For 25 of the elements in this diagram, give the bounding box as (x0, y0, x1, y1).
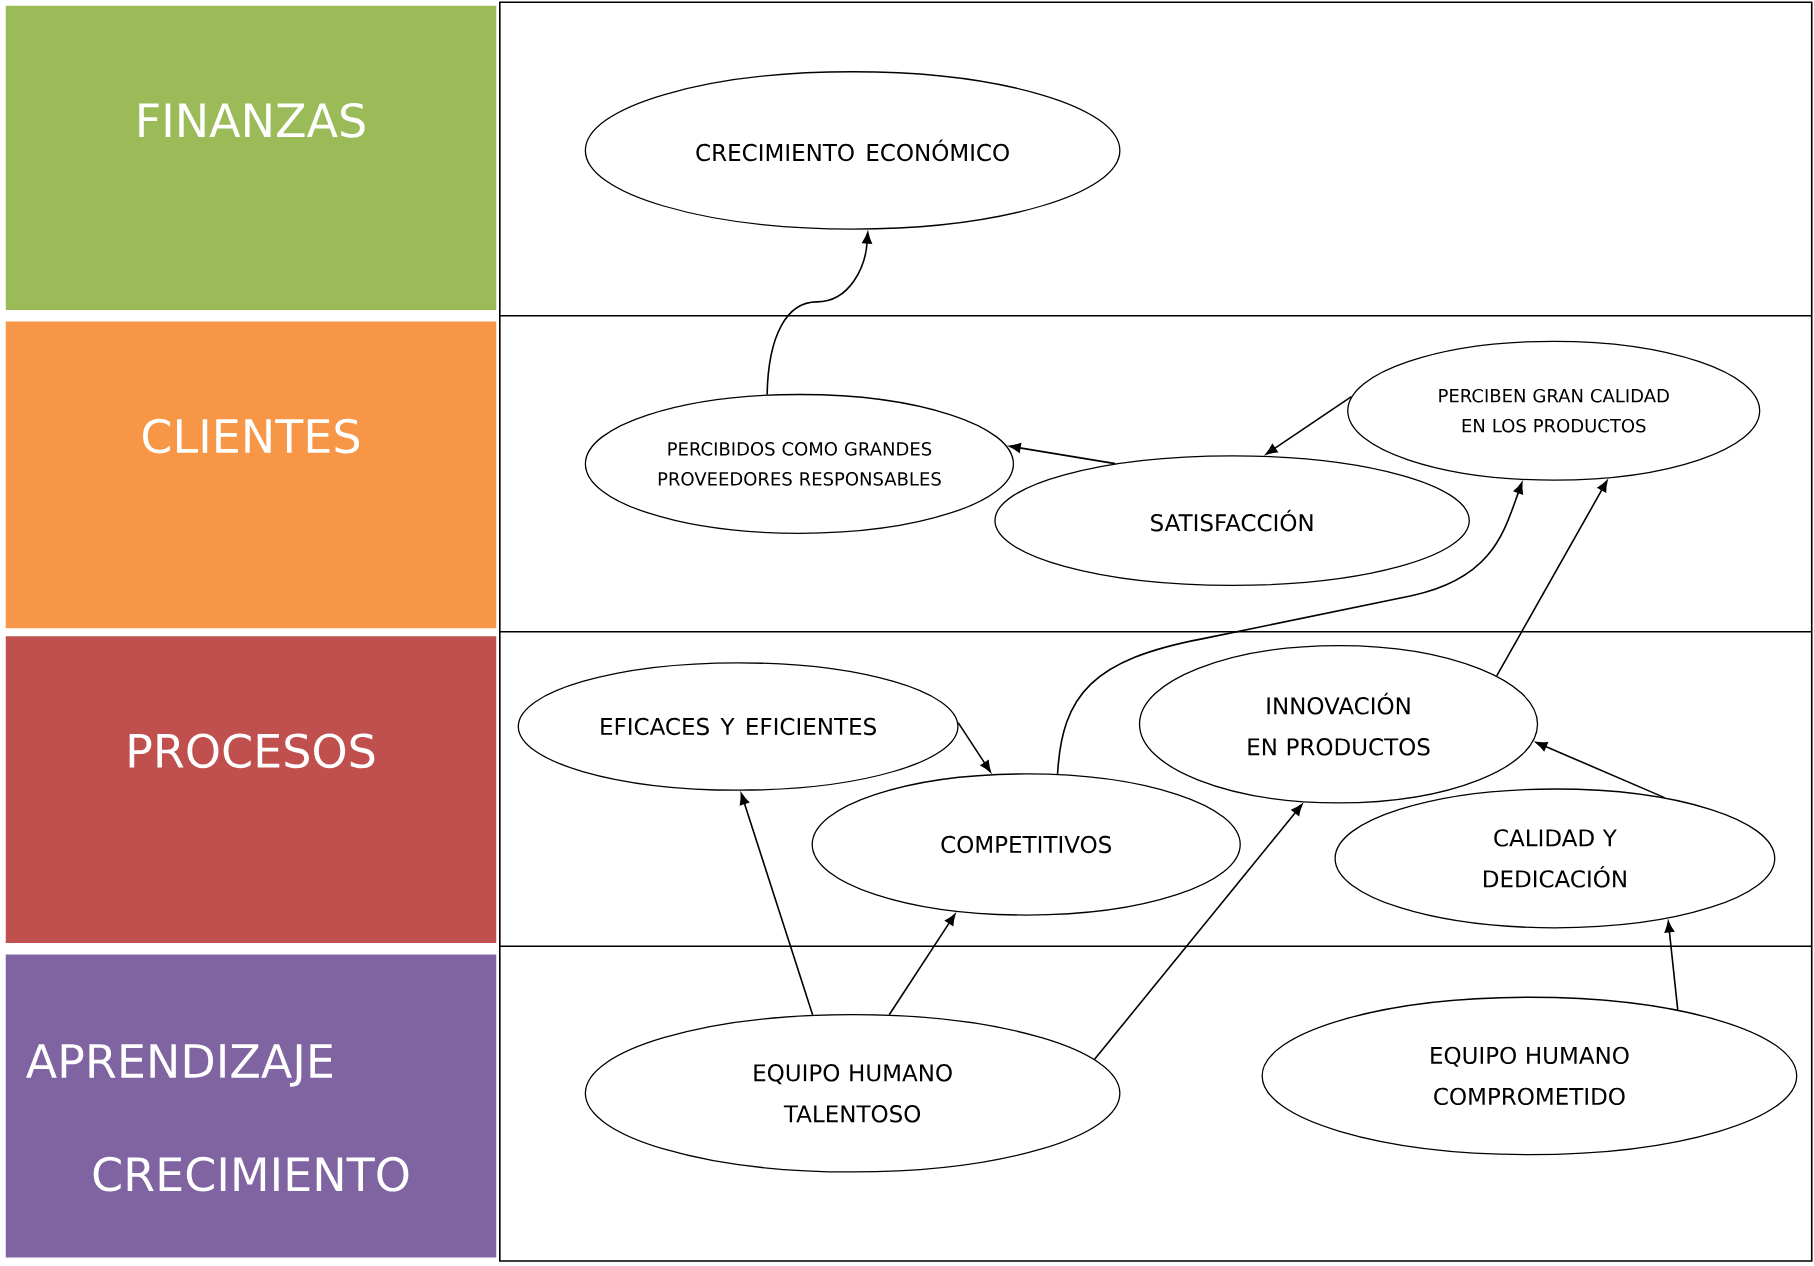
ellipse-node: COMPETITIVOS (811, 773, 1241, 916)
arrow (1009, 443, 1117, 465)
ellipse-node: EQUIPO HUMANO TALENTOSO (584, 1014, 1121, 1173)
ellipse-node: SATISFACCIÓN (994, 455, 1470, 587)
band: APRENDIZAJE CRECIMIENTO (5, 954, 497, 1258)
arrow (1093, 803, 1303, 1061)
ellipse-node: EQUIPO HUMANO COMPROMETIDO (1261, 996, 1798, 1156)
arrow (1056, 482, 1524, 775)
arrow (1495, 480, 1608, 677)
band: CLIENTES (5, 321, 497, 629)
ellipse-node: CRECIMIENTO ECONÓMICO (584, 71, 1121, 230)
ellipse-node: PERCIBIDOS COMO GRANDES PROVEEDORES RESPONSABLES (584, 393, 1015, 534)
band: PROCESOS (5, 636, 497, 943)
arrow (739, 793, 814, 1016)
arrow (1265, 395, 1353, 455)
arrow (1535, 741, 1666, 799)
arrow (1664, 920, 1679, 1011)
arrow (888, 913, 956, 1016)
ellipse-node: CALIDAD Y DEDICACIÓN (1334, 788, 1776, 929)
band: FINANZAS (5, 5, 497, 311)
arrow (957, 721, 991, 773)
ellipse-node: EFICACES Y EFICIENTES (517, 662, 959, 791)
ellipse-node: PERCIBEN GRAN CALIDAD EN LOS PRODUCTOS (1347, 340, 1761, 481)
ellipse-node: INNOVACIÓN EN PRODUCTOS (1138, 644, 1539, 804)
arrow (766, 231, 872, 396)
